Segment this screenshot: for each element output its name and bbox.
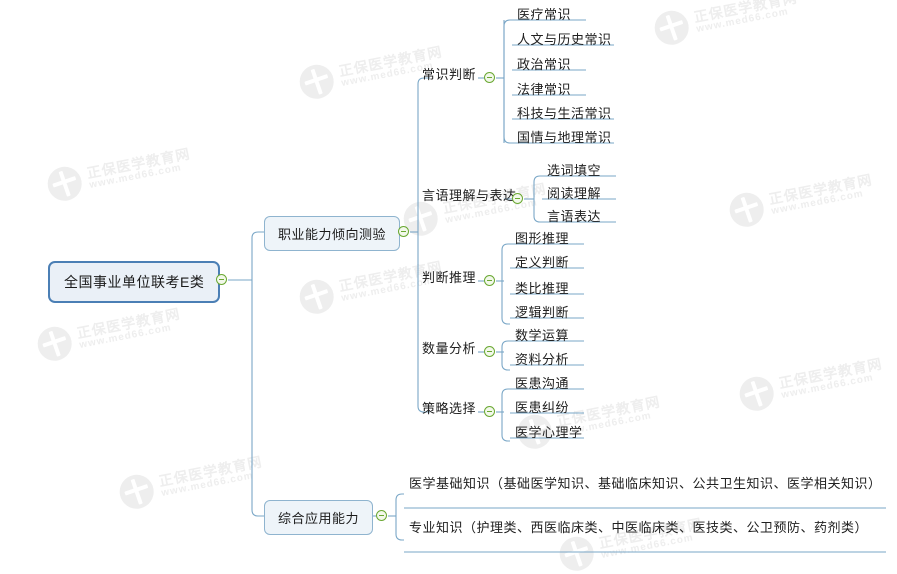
leaf-node[interactable]: 类比推理 — [515, 281, 570, 296]
leaf-node[interactable]: 图形推理 — [515, 231, 570, 246]
branch-node-vocational-aptitude[interactable]: 职业能力倾向测验 — [264, 216, 401, 251]
collapse-toggle-comprehensive-application[interactable] — [376, 510, 387, 521]
leaf-node[interactable]: 定义判断 — [515, 255, 570, 270]
leaf-node[interactable]: 选词填空 — [547, 163, 602, 178]
collapse-toggle-root[interactable] — [216, 274, 227, 285]
subbranch-node-verbal-comprehension[interactable]: 言语理解与表达 — [422, 188, 517, 203]
collapse-toggle-strategy-selection[interactable] — [484, 406, 495, 417]
leaf-node[interactable]: 国情与地理常识 — [517, 130, 612, 145]
subbranch-node-judgment-reasoning[interactable]: 判断推理 — [422, 270, 477, 285]
collapse-toggle-vocational-aptitude[interactable] — [398, 226, 409, 237]
root-node[interactable]: 全国事业单位联考E类 — [48, 261, 221, 303]
collapse-toggle-quantitative-analysis[interactable] — [484, 346, 495, 357]
collapse-toggle-judgment-reasoning[interactable] — [484, 275, 495, 286]
subbranch-node-common-sense[interactable]: 常识判断 — [422, 67, 477, 82]
leaf-node[interactable]: 人文与历史常识 — [517, 32, 612, 47]
subbranch-node-quantitative-analysis[interactable]: 数量分析 — [422, 341, 477, 356]
leaf-node[interactable]: 医学心理学 — [515, 425, 583, 440]
leaf-node[interactable]: 资料分析 — [515, 352, 570, 367]
leaf-node[interactable]: 科技与生活常识 — [517, 106, 612, 121]
leaf-node[interactable]: 数学运算 — [515, 328, 570, 343]
leaf-node[interactable]: 医疗常识 — [517, 7, 572, 22]
subbranch-node-strategy-selection[interactable]: 策略选择 — [422, 401, 477, 416]
leaf-node[interactable]: 法律常识 — [517, 82, 572, 97]
collapse-toggle-verbal-comprehension[interactable] — [512, 193, 523, 204]
collapse-toggle-common-sense[interactable] — [484, 72, 495, 83]
leaf-node[interactable]: 逻辑判断 — [515, 305, 570, 320]
leaf-node-professional-knowledge[interactable]: 专业知识（护理类、西医临床类、中医临床类、医技类、公卫预防、药剂类） — [409, 520, 869, 535]
leaf-node-medical-basics[interactable]: 医学基础知识（基础医学知识、基础临床知识、公共卫生知识、医学相关知识） — [409, 476, 882, 491]
leaf-node[interactable]: 医患沟通 — [515, 376, 570, 391]
leaf-node[interactable]: 医患纠纷 — [515, 400, 570, 415]
branch-node-comprehensive-application[interactable]: 综合应用能力 — [264, 500, 374, 535]
leaf-node[interactable]: 阅读理解 — [547, 186, 602, 201]
leaf-node[interactable]: 言语表达 — [547, 209, 602, 224]
leaf-node[interactable]: 政治常识 — [517, 57, 572, 72]
